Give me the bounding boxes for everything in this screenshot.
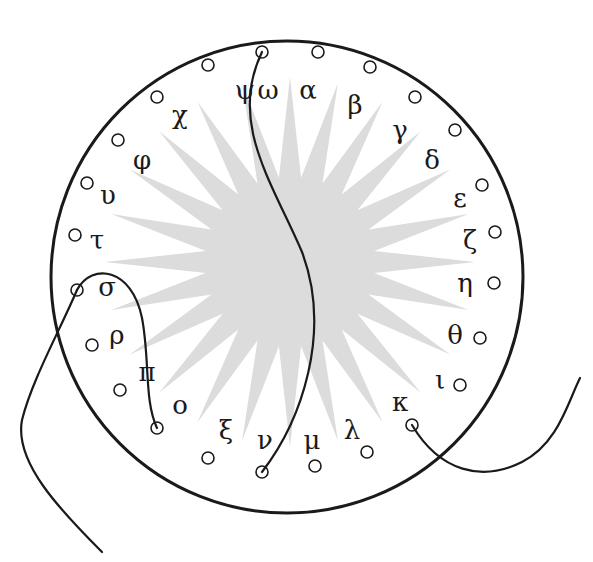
hole xyxy=(489,226,501,238)
letter-label: ι xyxy=(435,367,445,393)
letter-label: ο xyxy=(172,392,188,418)
letter-label: τ xyxy=(90,227,104,253)
letter-label: ζ xyxy=(463,227,477,253)
letter-label: ν xyxy=(257,427,273,453)
hole xyxy=(69,229,81,241)
hole xyxy=(361,446,373,458)
letter-label: ω xyxy=(257,77,278,103)
hole xyxy=(202,59,214,71)
hole xyxy=(449,124,461,136)
thread-line xyxy=(21,290,102,552)
hole xyxy=(364,61,376,73)
thread-line xyxy=(250,52,315,472)
hole xyxy=(86,339,98,351)
letter-label: α xyxy=(299,77,317,103)
hole xyxy=(114,384,126,396)
hole xyxy=(312,46,324,58)
letter-label: ε xyxy=(453,185,466,211)
letter-label: ξ xyxy=(219,417,233,443)
hole xyxy=(488,277,500,289)
hole xyxy=(112,134,124,146)
letter-label: υ xyxy=(100,182,116,208)
thread-line xyxy=(77,273,157,428)
letter-label: δ xyxy=(424,147,440,173)
hole-group xyxy=(69,46,501,478)
hole xyxy=(202,452,214,464)
letter-label: λ xyxy=(344,417,360,443)
letter-label: γ xyxy=(392,117,408,143)
hole xyxy=(454,379,466,391)
sun-star xyxy=(105,77,475,447)
hole xyxy=(151,91,163,103)
letter-label: χ xyxy=(172,102,188,128)
letter-label: ρ xyxy=(109,322,124,348)
hole xyxy=(409,91,421,103)
hole xyxy=(309,460,321,472)
letter-label: θ xyxy=(447,322,463,348)
thread xyxy=(21,52,580,552)
hole xyxy=(476,179,488,191)
letter-label: ψ xyxy=(235,77,255,103)
hole xyxy=(81,177,93,189)
letter-label: β xyxy=(347,92,362,118)
letter-label: η xyxy=(457,270,473,296)
letter-label: π xyxy=(138,359,155,385)
letter-label: μ xyxy=(304,427,321,453)
letter-label: κ xyxy=(392,389,408,415)
letter-label: φ xyxy=(133,147,151,173)
hole xyxy=(474,332,486,344)
disc-outline xyxy=(51,41,523,513)
letter-label: σ xyxy=(98,274,116,300)
